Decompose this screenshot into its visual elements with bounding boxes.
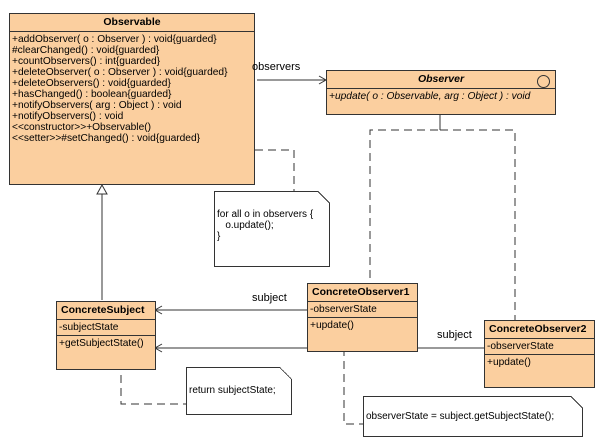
note-line: o.update(); (217, 220, 274, 231)
interface-circle-icon (537, 75, 550, 88)
generalization-arrowhead (96, 183, 108, 195)
class-concrete-observer1: ConcreteObserver1 -observerState +update… (307, 283, 418, 352)
operation: +addObserver( o : Observer ) : void{guar… (12, 34, 217, 45)
subject-role-label-2: subject (437, 329, 472, 341)
realization-observer2 (440, 129, 516, 320)
class-name: Observable (10, 14, 254, 32)
operation: +update( o : Observable, arg : Object ) … (329, 91, 531, 102)
attribute: -subjectState (59, 322, 119, 333)
note-fold-icon (318, 191, 330, 203)
operation: +notifyObservers() : void (12, 111, 124, 122)
operation: +notifyObservers( arg : Object ) : void (12, 100, 182, 111)
class-observable: Observable +addObserver( o : Observer ) … (9, 13, 255, 185)
operation: +countObservers() : int{guarded} (12, 56, 161, 67)
attribute: -observerState (310, 304, 377, 315)
class-name: ConcreteSubject (57, 302, 155, 320)
class-concrete-observer2: ConcreteObserver2 -observerState +update… (484, 320, 595, 388)
note-notify-observers: for all o in observers { o.update(); } (214, 191, 330, 267)
note-line: return subjectState; (189, 385, 276, 396)
realization-observer1 (369, 129, 440, 278)
attributes-compartment: -observerState (308, 302, 417, 318)
operations-compartment: +update() (485, 355, 594, 370)
operation: <<constructor>>+Observable() (12, 122, 152, 133)
note-line: observerState = subject.getSubjectState(… (366, 411, 555, 422)
operation: +update() (487, 357, 531, 368)
attributes-compartment: -subjectState (57, 320, 155, 336)
subject-arrowhead-2 (153, 343, 163, 353)
note-line: for all o in observers { (217, 209, 314, 220)
attribute: -observerState (487, 341, 554, 352)
attributes-compartment: -observerState (485, 339, 594, 355)
operation: +deleteObservers() : void{guarded} (12, 78, 171, 89)
operations-compartment: +update() (308, 318, 417, 333)
operation: +deleteObserver( o : Observer ) : void{g… (12, 67, 228, 78)
operation: #clearChanged() : void{guarded} (12, 45, 160, 56)
class-concrete-subject: ConcreteSubject -subjectState +getSubjec… (56, 301, 156, 370)
class-name: ConcreteObserver1 (308, 284, 417, 302)
note-get-subject-state: return subjectState; (186, 367, 292, 415)
note-update: observerState = subject.getSubjectState(… (363, 396, 583, 437)
operations-compartment: +addObserver( o : Observer ) : void{guar… (10, 32, 254, 146)
observers-role-label: observers (252, 61, 301, 73)
note-fold-icon (280, 367, 292, 379)
operation: +update() (310, 320, 354, 331)
class-name: ConcreteObserver2 (485, 321, 594, 339)
note-fold-icon (571, 396, 583, 408)
operations-compartment: +getSubjectState() (57, 336, 155, 351)
note-line: } (217, 231, 221, 242)
class-name: Observer (327, 71, 555, 89)
subject-role-label-1: subject (252, 292, 287, 304)
operation: +hasChanged() : boolean{guarded} (12, 89, 172, 100)
observers-arrowhead (318, 75, 328, 85)
operation: <<setter>>#setChanged() : void{guarded} (12, 133, 201, 144)
subject-arrowhead-1 (153, 305, 163, 315)
class-observer: Observer +update( o : Observable, arg : … (326, 70, 556, 115)
operations-compartment: +update( o : Observable, arg : Object ) … (327, 89, 555, 104)
operation: +getSubjectState() (59, 338, 144, 349)
update-note-anchor (343, 348, 365, 425)
